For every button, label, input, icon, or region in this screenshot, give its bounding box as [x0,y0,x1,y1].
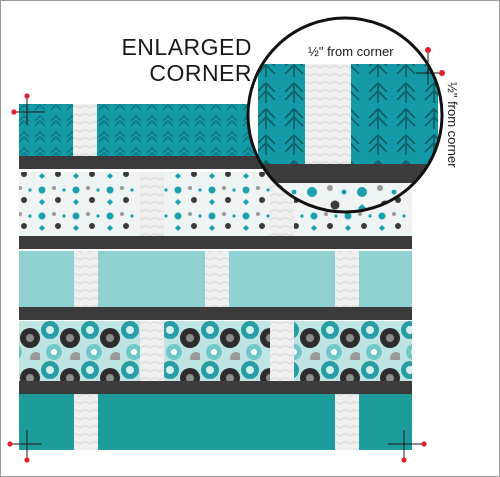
diagram-title-line2: CORNER [149,60,252,86]
corner-mark-bottom-right [388,430,427,463]
sashing-strip [19,236,412,249]
white-strip [140,321,164,381]
diagram-title-line1: ENLARGED [121,34,252,60]
white-strip [270,321,294,381]
white-strip [74,394,98,450]
sashing-strip [19,381,412,394]
white-strip [335,394,359,450]
callout-side: ½" from corner [445,82,460,168]
row-floral [19,321,412,381]
white-strip [205,251,229,307]
white-strip [335,251,359,307]
white-strip [140,172,164,236]
corner-mark-bottom-left [7,430,42,463]
white-strip [73,104,97,156]
white-strip [74,251,98,307]
callout-top: ½" from corner [308,44,394,59]
corner-mark-top-left [11,93,45,125]
sashing-strip [19,307,412,320]
